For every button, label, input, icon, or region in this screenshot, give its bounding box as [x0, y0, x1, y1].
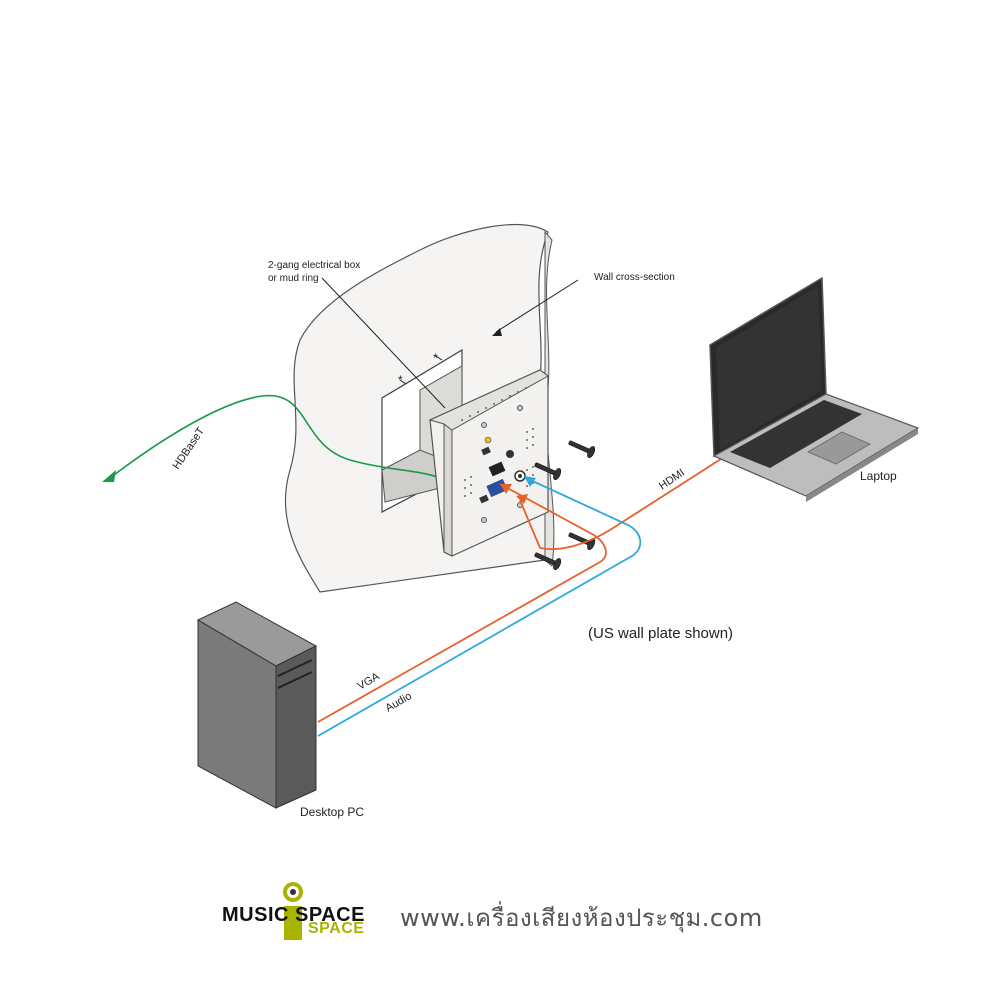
vga-cable [317, 483, 607, 723]
brand-url: www.เครื่องเสียงห้องประชุม.com [400, 904, 763, 932]
hdmi-cable [519, 449, 736, 550]
leader-lines [321, 277, 579, 409]
electrical-box-label-1: 2-gang electrical box [268, 260, 360, 271]
audio-cable [317, 477, 642, 737]
hdmi-arrow-icon [516, 494, 528, 504]
desktop-pc-label: Desktop PC [300, 805, 364, 819]
svg-text:*: * [398, 373, 403, 387]
vga-label: VGA [356, 670, 383, 692]
brand-logo-text: MUSIC SPACE [222, 904, 365, 926]
audio-label: Audio [384, 690, 414, 714]
us-plate-note: (US wall plate shown) [588, 625, 733, 642]
wall-label: Wall cross-section [594, 272, 675, 283]
brand-logo-sub: SPACE [308, 920, 365, 937]
speaker-logo-icon [283, 882, 303, 940]
laptop-label: Laptop [860, 469, 897, 483]
brand-footer: MUSIC SPACE SPACE www.เครื่องเสียงห้องปร… [222, 880, 842, 942]
wall-plate [428, 369, 549, 557]
wall-leader-arrow-icon [492, 328, 502, 336]
audio-arrow-icon [524, 476, 536, 487]
hdbaset-cable [109, 394, 441, 479]
desktop-pc [196, 601, 318, 809]
vga-arrow-icon [500, 484, 512, 494]
electrical-box-label-2: or mud ring [268, 273, 319, 284]
svg-text:*: * [433, 351, 438, 365]
hdbaset-arrow-icon [102, 470, 116, 482]
hdmi-label: HDMI [657, 467, 687, 493]
laptop [709, 276, 920, 502]
